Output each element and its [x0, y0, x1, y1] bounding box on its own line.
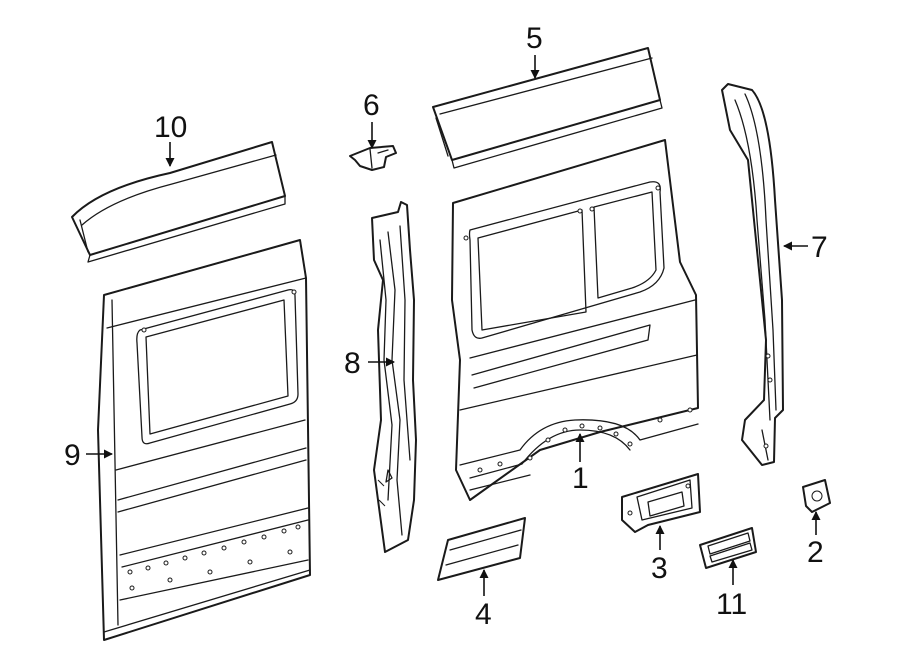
callout-7: 7 [811, 231, 828, 264]
plate-part [802, 479, 831, 513]
callout-1: 1 [572, 462, 589, 495]
callout-6: 6 [363, 89, 380, 122]
callout-9: 9 [64, 439, 81, 472]
callout-8: 8 [344, 347, 361, 380]
wheelhouse-patch-part [621, 473, 701, 533]
callout-5: 5 [526, 22, 543, 55]
lower-molding-part [437, 517, 526, 581]
callout-3: 3 [651, 552, 668, 585]
side-panel-rear-part [451, 139, 699, 501]
callout-11: 11 [716, 588, 747, 621]
callout-labels: 1 2 3 4 5 6 7 8 9 10 11 [64, 22, 828, 631]
leader-lines [86, 55, 821, 596]
bracket-part [349, 145, 397, 171]
upper-rail-front-part [71, 141, 286, 263]
vent-part [699, 527, 757, 569]
roof-rail-part [432, 47, 663, 169]
pillar-reinforcement-part [371, 201, 417, 553]
callout-2: 2 [807, 536, 824, 569]
rear-pillar-part [721, 83, 784, 466]
callout-10: 10 [154, 111, 187, 144]
callout-4: 4 [475, 598, 492, 631]
side-panel-front-part [97, 239, 311, 641]
